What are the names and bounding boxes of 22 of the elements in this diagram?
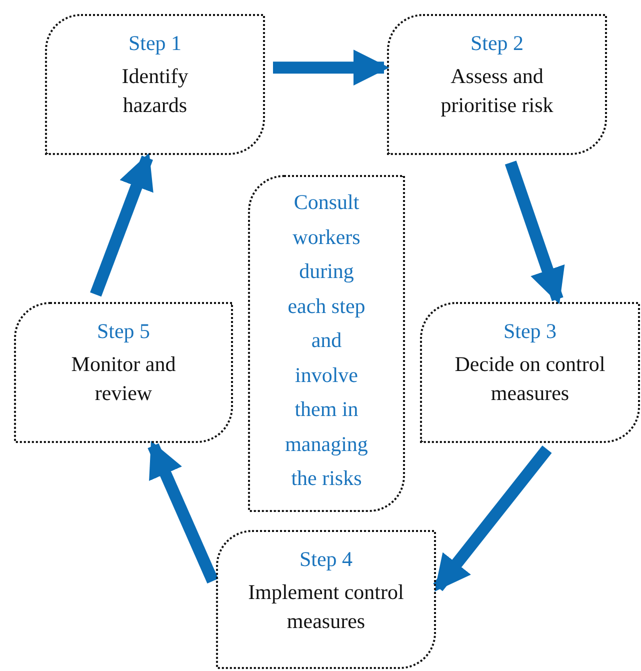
arrow xyxy=(148,440,218,584)
step-box xyxy=(216,530,436,669)
step-label: Identify hazards xyxy=(120,63,190,119)
step-number: Step 5 xyxy=(96,318,150,344)
step-number: Step 1 xyxy=(128,30,182,56)
consult-box xyxy=(248,175,405,512)
arrow xyxy=(433,446,552,592)
step-label: Assess and prioritise risk xyxy=(440,63,554,119)
step-box xyxy=(420,302,640,443)
arrow xyxy=(273,50,390,86)
step-box xyxy=(45,14,265,155)
step-label: Monitor and review xyxy=(70,351,177,407)
arrow xyxy=(90,152,154,297)
step-box xyxy=(14,302,233,443)
consult-note: Consult workers during each step and involve them in managing the risks xyxy=(284,189,369,492)
step-number: Step 2 xyxy=(470,30,524,56)
step-number: Step 4 xyxy=(299,546,353,572)
step-number: Step 3 xyxy=(503,318,557,344)
step-label: Decide on control measures xyxy=(454,351,606,407)
arrow xyxy=(504,160,565,304)
step-label: Implement control measures xyxy=(247,579,405,635)
step-box xyxy=(387,14,607,155)
